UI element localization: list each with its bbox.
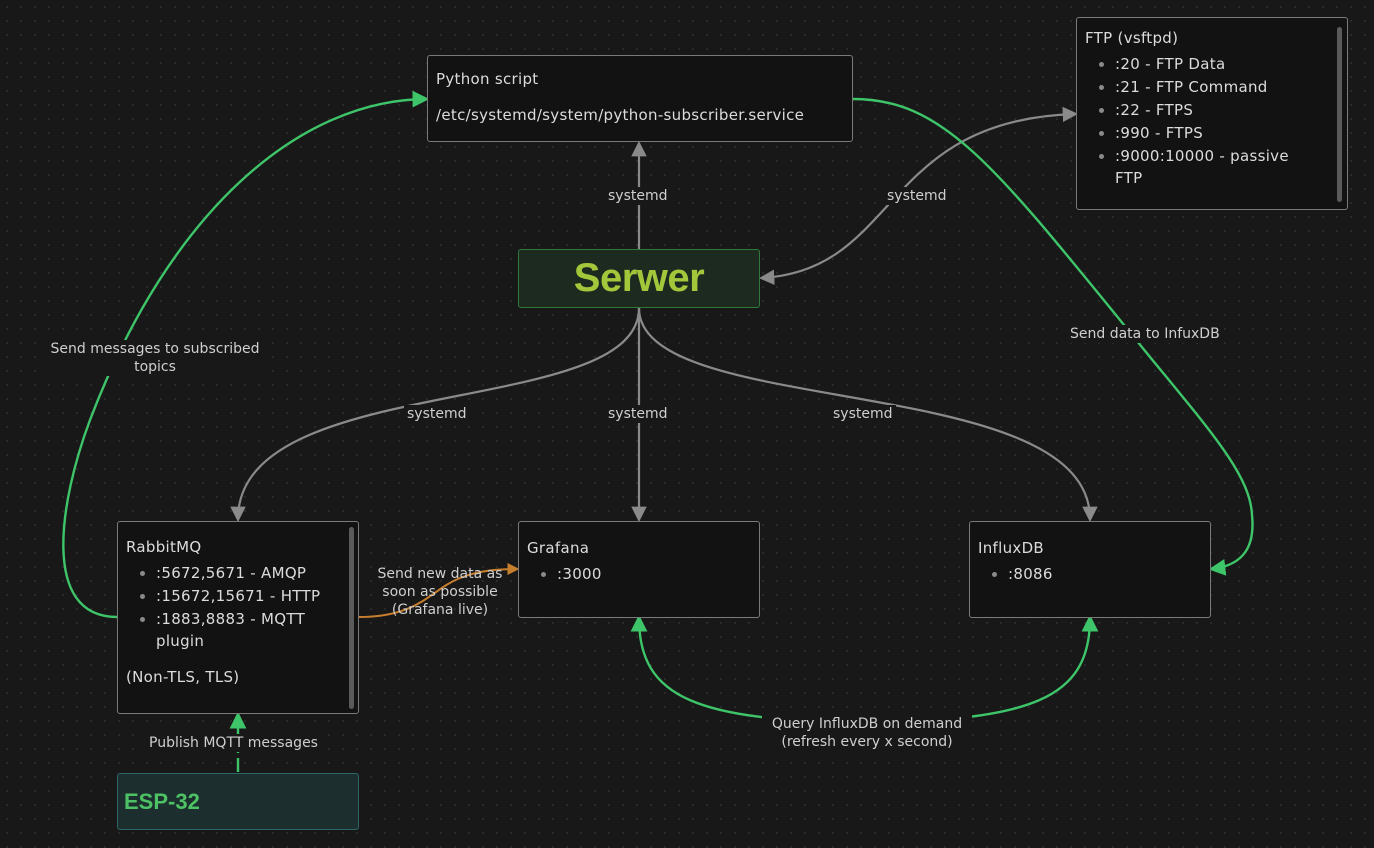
edge-label-serwer-grafana: systemd (605, 405, 671, 423)
edge-serwer-influxdb[interactable] (637, 307, 1098, 523)
ftp-port-item: :20 - FTP Data (1115, 53, 1315, 75)
rabbitmq-node[interactable]: RabbitMQ :5672,5671 - AMQP :15672,15671 … (117, 521, 359, 714)
rabbitmq-port-list: :5672,5671 - AMQP :15672,15671 - HTTP :1… (126, 562, 346, 652)
edge-label-rabbitmq-python: Send messages to subscribed topics (42, 340, 268, 376)
edge-label-serwer-ftp: systemd (884, 187, 950, 205)
rabbitmq-scrollbar[interactable] (349, 527, 354, 709)
python-service-path: /etc/systemd/system/python-subscriber.se… (436, 106, 805, 124)
influxdb-port-item: :8086 (1008, 563, 1202, 585)
rabbitmq-port-item: :5672,5671 - AMQP (156, 562, 346, 584)
grafana-port-list: :3000 (527, 563, 751, 585)
edge-rabbitmq-grafana[interactable] (358, 563, 520, 618)
influxdb-node[interactable]: InfluxDB :8086 (969, 521, 1211, 618)
edge-label-serwer-python: systemd (605, 187, 671, 205)
edge-serwer-rabbitmq[interactable] (230, 307, 641, 523)
python-script-title: Python script (436, 70, 539, 88)
edge-grafana-influxdb[interactable] (630, 614, 1099, 725)
ftp-port-item: :990 - FTPS (1115, 122, 1315, 144)
ftp-port-item: :9000:10000 - passive FTP (1115, 145, 1315, 189)
ftp-scrollbar[interactable] (1337, 27, 1342, 202)
edge-python-influxdb[interactable] (852, 97, 1254, 576)
ftp-port-item: :22 - FTPS (1115, 99, 1315, 121)
python-script-node[interactable]: Python script /etc/systemd/system/python… (427, 55, 853, 142)
rabbitmq-title: RabbitMQ (126, 538, 202, 556)
ftp-node[interactable]: FTP (vsftpd) :20 - FTP Data :21 - FTP Co… (1076, 17, 1348, 210)
influxdb-port-list: :8086 (978, 563, 1202, 585)
edge-label-rabbitmq-grafana: Send new data as soon as possible (Grafa… (377, 566, 503, 618)
edge-label-serwer-influxdb: systemd (830, 405, 896, 423)
esp32-node[interactable]: ESP-32 (117, 773, 359, 830)
rabbitmq-port-item: :15672,15671 - HTTP (156, 585, 346, 607)
edge-label-serwer-rabbitmq: systemd (404, 405, 470, 423)
ftp-title: FTP (vsftpd) (1085, 29, 1179, 47)
edge-label-grafana-influxdb: Query InfluxDB on demand (refresh every … (762, 715, 972, 751)
grafana-title: Grafana (527, 539, 590, 557)
rabbitmq-note: (Non-TLS, TLS) (126, 668, 240, 686)
ftp-port-list: :20 - FTP Data :21 - FTP Command :22 - F… (1085, 53, 1315, 189)
ftp-port-item: :21 - FTP Command (1115, 76, 1315, 98)
rabbitmq-port-item: :1883,8883 - MQTT plugin (156, 608, 346, 652)
grafana-port-item: :3000 (557, 563, 751, 585)
edge-label-esp-rabbitmq: Publish MQTT messages (146, 734, 321, 752)
influxdb-title: InfluxDB (978, 539, 1045, 557)
serwer-node[interactable]: Serwer (518, 249, 760, 308)
grafana-node[interactable]: Grafana :3000 (518, 521, 760, 618)
edge-label-python-influxdb: Send data to InfuxDB (1067, 325, 1223, 343)
